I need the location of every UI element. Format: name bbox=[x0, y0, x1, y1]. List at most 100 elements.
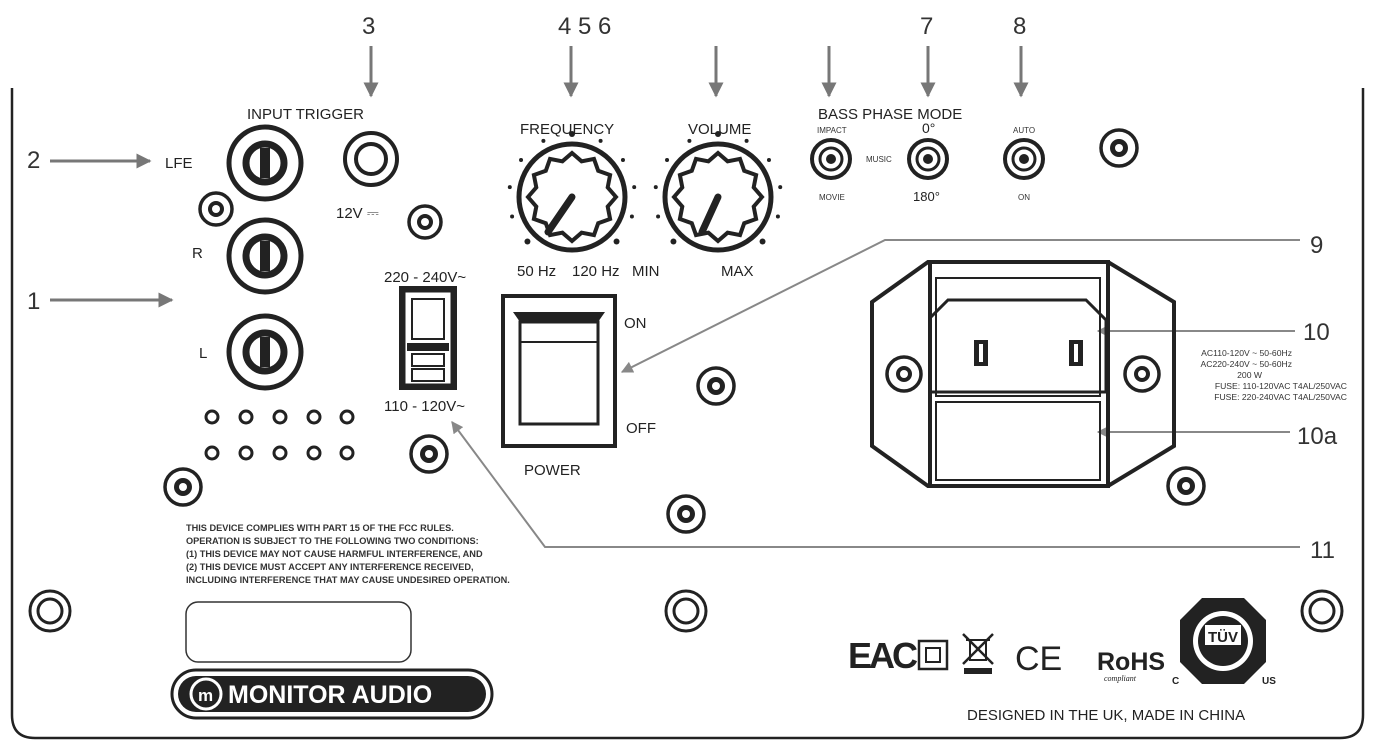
scale-tick bbox=[598, 138, 603, 143]
callout-1: 1 bbox=[27, 288, 40, 315]
impact-label: IMPACT bbox=[817, 126, 847, 135]
scale-tick bbox=[759, 238, 766, 245]
weee-bin-icon bbox=[962, 633, 994, 674]
phase-0-label: 0° bbox=[922, 120, 935, 136]
screw-icon bbox=[198, 191, 234, 227]
bass-mode-switch[interactable] bbox=[810, 138, 852, 180]
fcc-line: (2) THIS DEVICE MUST ACCEPT ANY INTERFER… bbox=[186, 562, 474, 572]
frequency-scale-ticks bbox=[507, 131, 637, 245]
monitor-audio-logo: m MONITOR AUDIO bbox=[170, 668, 494, 720]
voltage-low-label: 110 - 120V~ bbox=[384, 398, 465, 415]
frequency-min-label: 50 Hz bbox=[517, 263, 556, 280]
lfe-rca-jack[interactable] bbox=[226, 124, 304, 202]
rohs-mark: RoHS compliant bbox=[1097, 648, 1165, 683]
svg-text:EAC: EAC bbox=[848, 635, 918, 676]
scale-tick bbox=[524, 238, 531, 245]
callout-10: 10 bbox=[1303, 319, 1330, 346]
bass-phase-mode-label: BASS PHASE MODE bbox=[818, 106, 962, 123]
trigger-jack[interactable] bbox=[343, 131, 399, 187]
music-label: MUSIC bbox=[866, 155, 892, 164]
screw-icon bbox=[666, 494, 706, 534]
on-label: ON bbox=[1018, 193, 1030, 202]
power-off-label: OFF bbox=[626, 420, 656, 437]
spec-line: FUSE: 110-120VAC T4AL/250VAC bbox=[1215, 381, 1347, 391]
scale-tick bbox=[569, 131, 575, 137]
panel-outline bbox=[10, 88, 1365, 740]
svg-text:C: C bbox=[1172, 676, 1179, 687]
scale-tick bbox=[510, 214, 515, 219]
vent-hole bbox=[272, 445, 288, 461]
scale-tick bbox=[775, 214, 780, 219]
inlet-screw-icon bbox=[885, 355, 923, 393]
input-trigger-label: INPUT TRIGGER bbox=[247, 106, 364, 123]
fcc-line: (1) THIS DEVICE MAY NOT CAUSE HARMFUL IN… bbox=[186, 549, 483, 559]
spec-line: 200 W bbox=[1237, 370, 1263, 380]
svg-text:compliant: compliant bbox=[1104, 674, 1137, 683]
scale-tick bbox=[519, 157, 524, 162]
power-switch[interactable] bbox=[501, 294, 617, 448]
volume-label: VOLUME bbox=[688, 121, 751, 138]
volume-max-label: MAX bbox=[721, 263, 754, 280]
tuv-certification-icon: TÜV C US bbox=[1172, 598, 1276, 687]
lfe-label: LFE bbox=[165, 155, 193, 172]
screw-icon bbox=[696, 366, 736, 406]
scale-tick bbox=[665, 157, 670, 162]
frequency-knob[interactable] bbox=[516, 141, 628, 253]
scale-tick bbox=[744, 138, 749, 143]
volume-min-label: MIN bbox=[632, 263, 660, 280]
l-label: L bbox=[199, 345, 207, 362]
auto-label: AUTO bbox=[1013, 126, 1035, 135]
arrow-9 bbox=[620, 239, 1300, 373]
scale-tick bbox=[613, 238, 620, 245]
fcc-line: THIS DEVICE COMPLIES WITH PART 15 OF THE… bbox=[186, 523, 454, 533]
fcc-compliance-text: THIS DEVICE COMPLIES WITH PART 15 OF THE… bbox=[186, 523, 510, 585]
arrow-11 bbox=[451, 421, 1300, 548]
power-label: POWER bbox=[524, 462, 581, 479]
fcc-line: OPERATION IS SUBJECT TO THE FOLLOWING TW… bbox=[186, 536, 479, 546]
frequency-label: FREQUENCY bbox=[520, 121, 614, 138]
volume-knob[interactable] bbox=[662, 141, 774, 253]
inlet-screw-icon bbox=[1123, 355, 1161, 393]
spec-line: FUSE: 220-240VAC T4AL/250VAC bbox=[1214, 392, 1347, 402]
vent-hole bbox=[306, 409, 322, 425]
callout-7: 7 bbox=[920, 13, 933, 40]
scale-tick bbox=[632, 185, 637, 190]
svg-text:TÜV: TÜV bbox=[1208, 629, 1238, 646]
trigger-voltage-label: 12V ⎓ bbox=[336, 205, 379, 222]
scale-tick bbox=[541, 138, 546, 143]
vent-hole bbox=[339, 445, 355, 461]
r-rca-jack[interactable] bbox=[226, 217, 304, 295]
serial-label-box bbox=[185, 601, 412, 663]
voltage-high-label: 220 - 240V~ bbox=[384, 269, 466, 286]
callout-2: 2 bbox=[27, 147, 40, 174]
ce-mark: CE bbox=[1015, 640, 1062, 678]
vent-hole bbox=[238, 445, 254, 461]
r-label: R bbox=[192, 245, 203, 262]
voltage-selector-switch[interactable] bbox=[399, 286, 457, 390]
phase-switch[interactable] bbox=[907, 138, 949, 180]
class-ii-double-insulation-icon bbox=[917, 639, 949, 671]
auto-on-switch[interactable] bbox=[1003, 138, 1045, 180]
vent-hole bbox=[339, 409, 355, 425]
scale-tick bbox=[670, 238, 677, 245]
callout-4-5-6: 4 5 6 bbox=[558, 13, 611, 40]
scale-tick bbox=[629, 214, 634, 219]
svg-text:US: US bbox=[1262, 676, 1276, 687]
callout-3: 3 bbox=[362, 13, 375, 40]
movie-label: MOVIE bbox=[819, 193, 845, 202]
callout-10a: 10a bbox=[1297, 423, 1338, 450]
mounting-hole-icon bbox=[664, 589, 708, 633]
scale-tick bbox=[766, 157, 771, 162]
mounting-hole-icon bbox=[28, 589, 72, 633]
iec-power-inlet[interactable] bbox=[870, 260, 1176, 488]
phase-180-label: 180° bbox=[913, 189, 940, 204]
spec-line: AC110-120V ~ 50-60Hz bbox=[1201, 348, 1292, 358]
brand-name: MONITOR AUDIO bbox=[228, 681, 432, 709]
scale-tick bbox=[715, 131, 721, 137]
power-spec-block: AC110-120V ~ 50-60Hz AC220-240V ~ 50-60H… bbox=[1201, 348, 1348, 402]
scale-tick bbox=[687, 138, 692, 143]
svg-text:RoHS: RoHS bbox=[1097, 648, 1165, 676]
svg-text:m: m bbox=[198, 686, 213, 705]
l-rca-jack[interactable] bbox=[226, 313, 304, 391]
eac-mark-icon: EAC bbox=[848, 632, 921, 676]
